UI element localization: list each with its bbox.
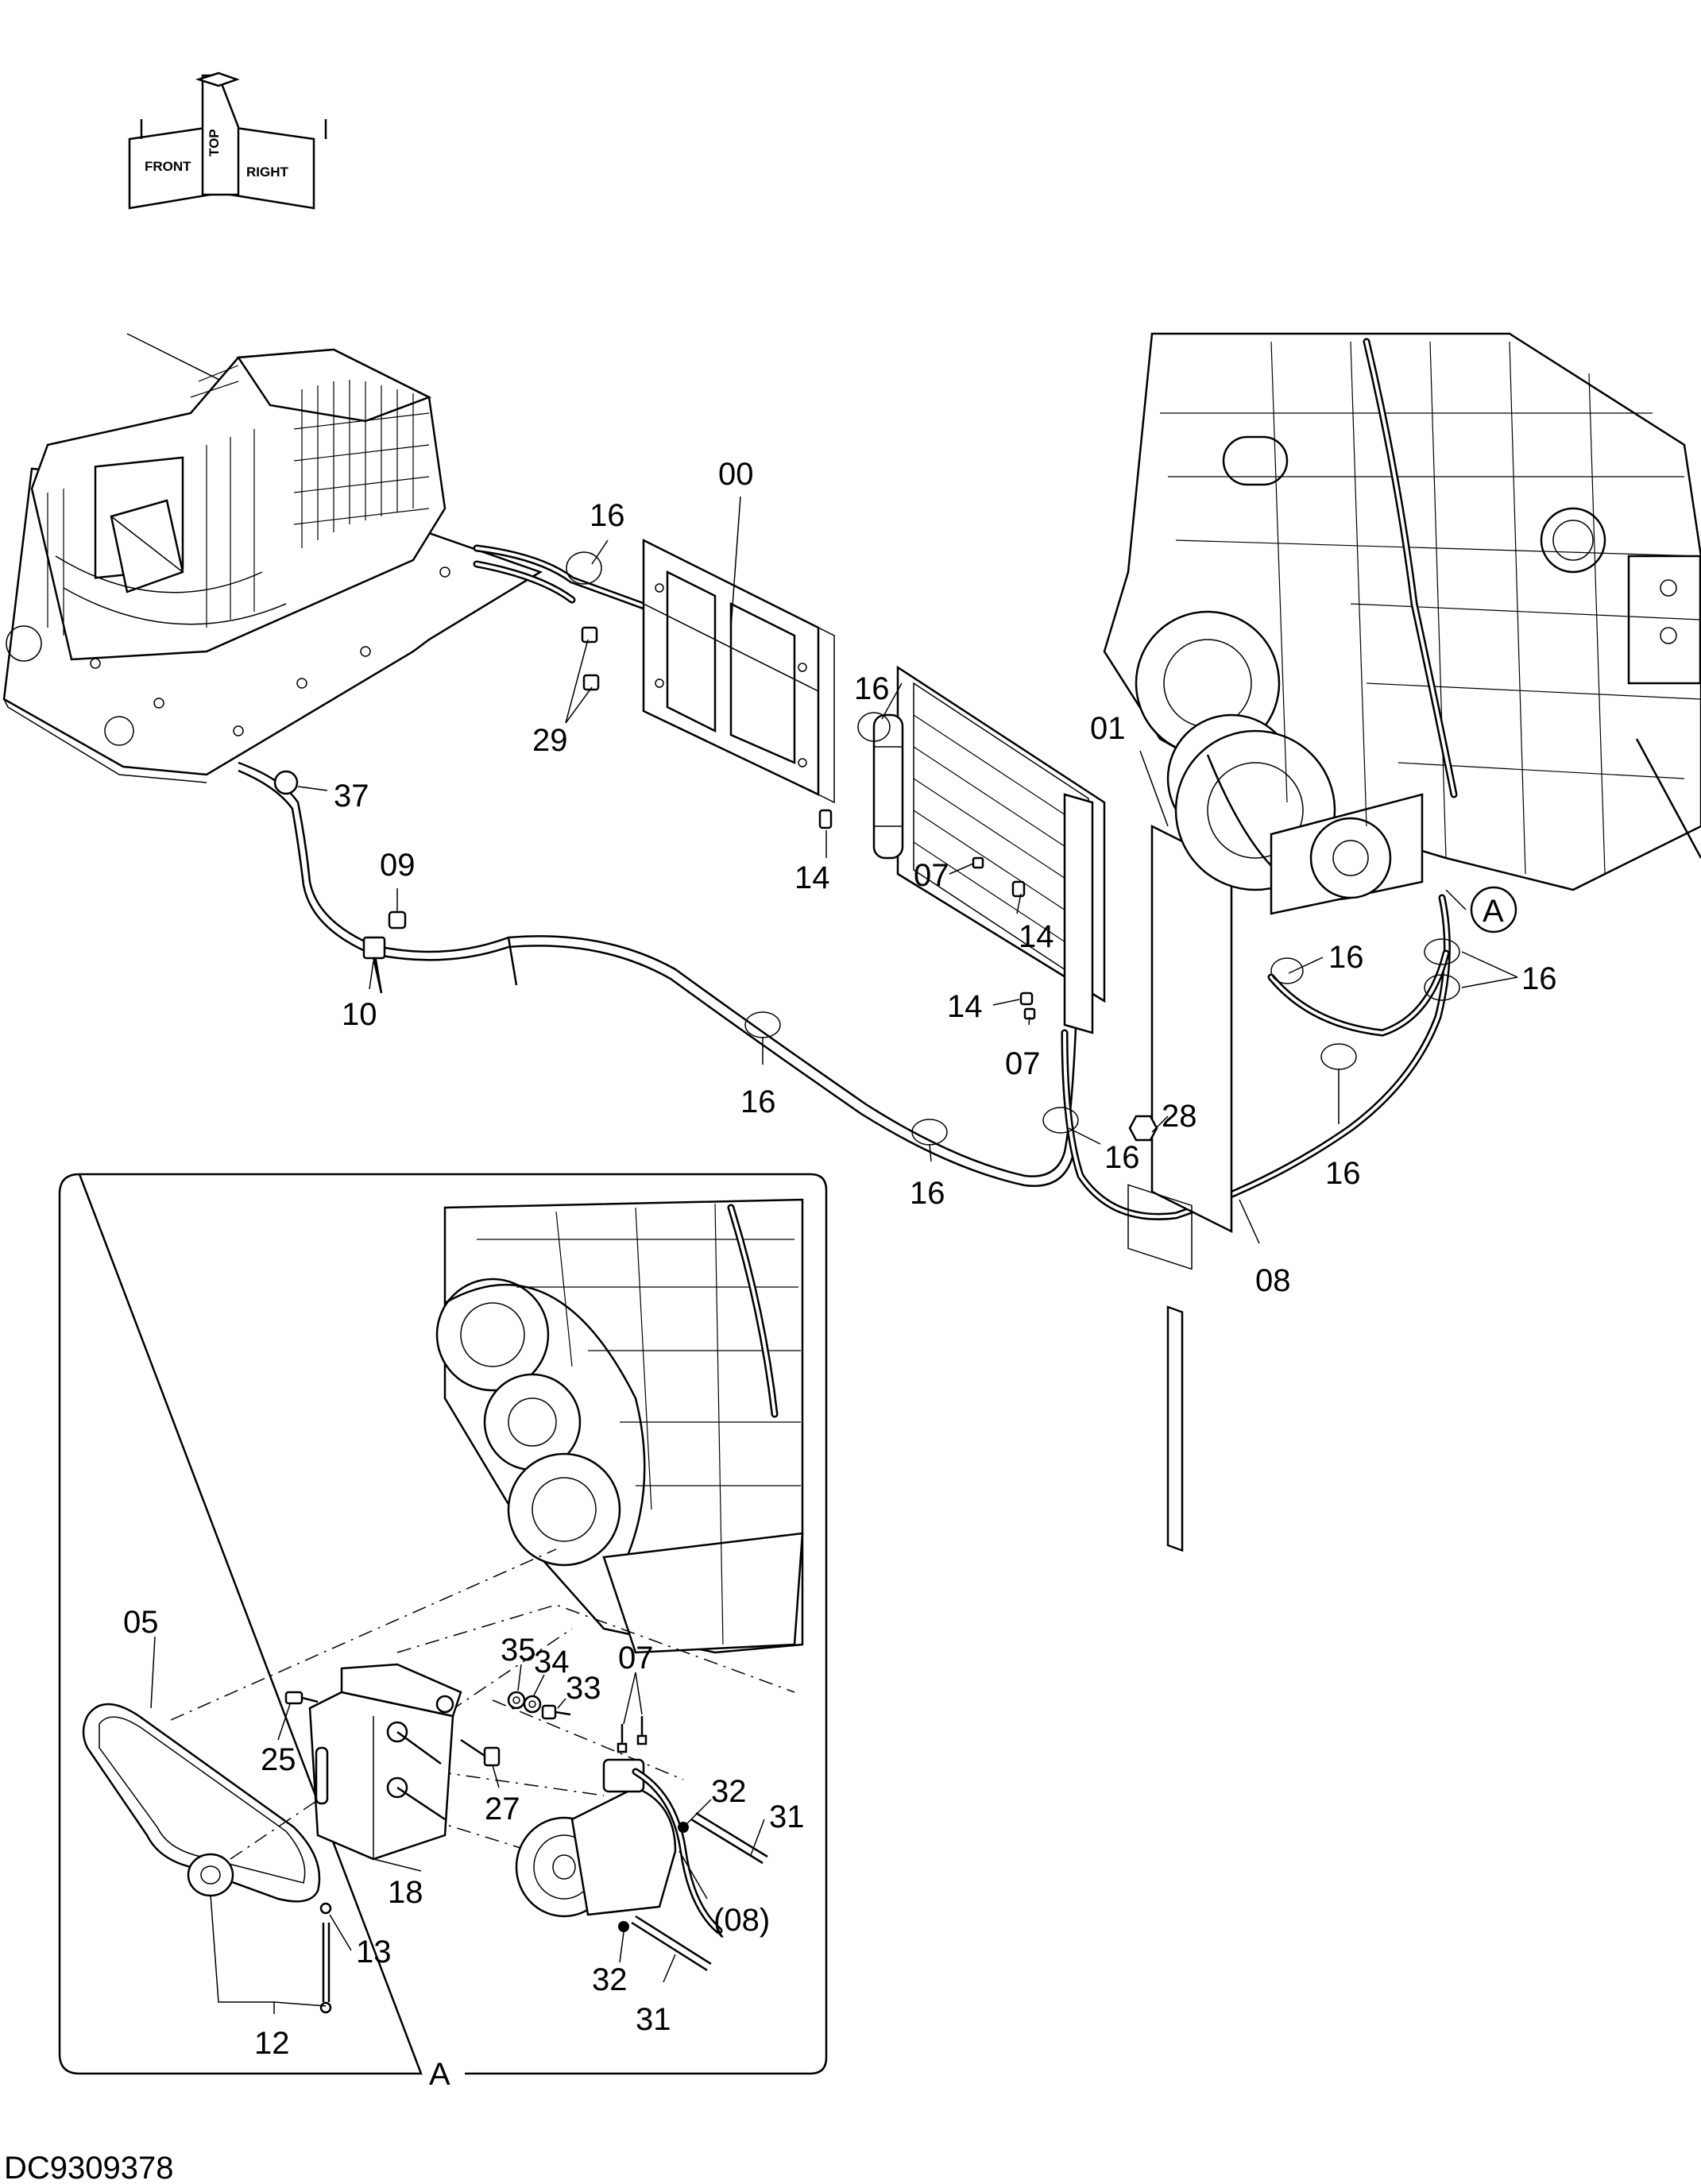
label-33: 33 bbox=[566, 1671, 601, 1706]
label-14: 14 bbox=[947, 989, 983, 1024]
label-08: 08 bbox=[1255, 1263, 1291, 1298]
compressor bbox=[515, 1758, 723, 1935]
bracket-01 bbox=[1127, 824, 1233, 1552]
compass-top-label: TOP bbox=[207, 129, 222, 157]
label-29: 29 bbox=[532, 723, 568, 758]
label-37: 37 bbox=[334, 779, 369, 814]
label-10: 10 bbox=[342, 997, 377, 1032]
label-14: 14 bbox=[794, 860, 830, 895]
label-18: 18 bbox=[388, 1875, 423, 1910]
detail-a-label: A bbox=[429, 2057, 450, 2092]
label-13: 13 bbox=[356, 1935, 392, 1969]
detail-a-frame: A bbox=[58, 1173, 828, 2092]
label-35: 35 bbox=[501, 1633, 536, 1668]
engine bbox=[1103, 332, 1701, 915]
label-09: 09 bbox=[380, 848, 416, 883]
label-07: 07 bbox=[914, 858, 949, 893]
label-16: 16 bbox=[590, 498, 625, 533]
small-parts bbox=[273, 551, 1460, 1146]
callout-a-letter: A bbox=[1483, 894, 1504, 929]
label-05: 05 bbox=[123, 1605, 159, 1640]
orientation-compass: FRONT TOP RIGHT bbox=[128, 72, 327, 210]
label-25: 25 bbox=[261, 1742, 296, 1777]
label-08-ref: (08) bbox=[713, 1903, 770, 1938]
label-32: 32 bbox=[711, 1774, 747, 1809]
label-16: 16 bbox=[910, 1176, 945, 1211]
hose-08 bbox=[1061, 894, 1451, 1220]
label-07: 07 bbox=[618, 1641, 654, 1676]
bracket-18 bbox=[308, 1663, 462, 1861]
label-12: 12 bbox=[254, 2026, 290, 2061]
label-07: 07 bbox=[1005, 1046, 1041, 1081]
label-32: 32 bbox=[592, 1962, 628, 1997]
label-16: 16 bbox=[854, 671, 890, 706]
leader-lines bbox=[150, 496, 1518, 2014]
label-01: 01 bbox=[1090, 711, 1126, 746]
fasteners bbox=[284, 1691, 768, 2014]
condenser bbox=[872, 665, 1106, 1034]
detail-engine bbox=[435, 1198, 804, 1654]
part-labels: 00 01 16 16 16 16 16 16 16 16 29 37 09 1… bbox=[123, 457, 1557, 2061]
drawing-code: DC9309378 bbox=[4, 2151, 174, 2184]
hose-upper bbox=[473, 544, 663, 616]
label-16: 16 bbox=[1325, 1156, 1361, 1191]
label-14: 14 bbox=[1019, 919, 1054, 954]
label-31: 31 bbox=[769, 1799, 805, 1834]
callout-a-marker: A bbox=[1470, 886, 1517, 934]
compass-right-label: RIGHT bbox=[246, 164, 289, 180]
label-16: 16 bbox=[1104, 1140, 1140, 1175]
label-28: 28 bbox=[1162, 1099, 1197, 1134]
label-16: 16 bbox=[1521, 961, 1557, 996]
label-34: 34 bbox=[534, 1645, 570, 1680]
label-27: 27 bbox=[485, 1792, 520, 1826]
label-31: 31 bbox=[636, 2002, 671, 2037]
condenser-cover-00 bbox=[642, 538, 835, 804]
compass-front-label: FRONT bbox=[145, 159, 191, 174]
label-00: 00 bbox=[718, 457, 754, 492]
hvac-unit-assembly bbox=[2, 333, 543, 783]
label-16: 16 bbox=[1328, 940, 1364, 975]
belt-05 bbox=[82, 1703, 321, 1903]
label-16: 16 bbox=[740, 1084, 776, 1119]
